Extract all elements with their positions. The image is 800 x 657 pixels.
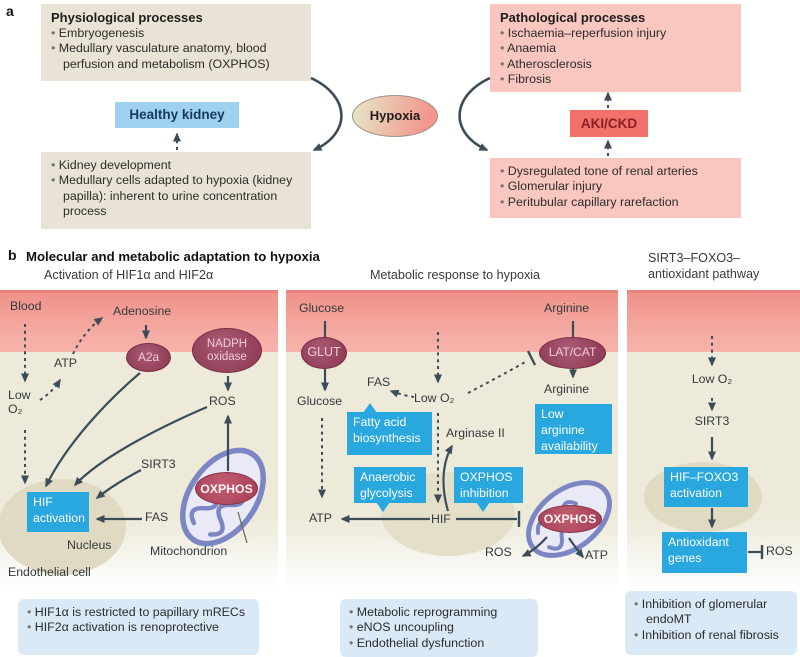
- pathological-bullet: Atherosclerosis: [500, 57, 731, 72]
- col1-title: Activation of HIF1α and HIF2α: [44, 268, 214, 282]
- glucose-blood-label: Glucose: [299, 301, 345, 315]
- oxphos-node-left: OXPHOS: [195, 472, 258, 505]
- callout-tail: [376, 502, 390, 512]
- oxphos-inhibition-text: OXPHOS inhibition: [460, 470, 513, 500]
- healthy-kidney-tag: Healthy kidney: [115, 102, 239, 128]
- pathological-title: Pathological processes: [500, 10, 646, 25]
- col2-title: Metabolic response to hypoxia: [369, 268, 541, 282]
- anaerobic-glycolysis-callout: Anaerobic glycolysis: [354, 467, 426, 512]
- ros-label: ROS: [209, 394, 236, 408]
- adenosine-label: Adenosine: [113, 304, 172, 318]
- anaerobic-glycolysis-text: Anaerobic glycolysis: [360, 470, 416, 500]
- mitochondrion-label: Mitochondrion: [150, 544, 228, 558]
- pathological-bullet: Ischaemia–reperfusion injury: [500, 26, 731, 41]
- panel-b-label: b: [8, 247, 17, 263]
- col3-note: Inhibition of renal fibrosis: [634, 628, 788, 643]
- col3-notes-box: Inhibition of glomerular endoMT Inhibiti…: [625, 591, 797, 655]
- atp-label-mid: ATP: [309, 511, 333, 525]
- pathological-processes-box: Pathological processes Ischaemia–reperfu…: [490, 4, 741, 92]
- endothelial-cell-label: Endothelial cell: [8, 565, 91, 579]
- arginine-blood-label: Arginine: [544, 301, 590, 315]
- glucose-cell-label: Glucose: [297, 394, 343, 408]
- physiological-lower-bullet: Medullary cells adapted to hypoxia (kidn…: [51, 173, 301, 219]
- fas-label: FAS: [145, 510, 169, 524]
- atp-mito-label: ATP: [585, 548, 609, 562]
- glut-transporter-node: GLUT: [301, 337, 347, 369]
- arrow-hypoxia-to-pathology: [458, 76, 491, 152]
- physiological-lower-box: Kidney development Medullary cells adapt…: [41, 152, 311, 229]
- physiological-lower-bullet: Kidney development: [51, 158, 301, 173]
- pathological-lower-box: Dysregulated tone of renal arteries Glom…: [490, 158, 741, 218]
- cell-interior: [0, 352, 278, 590]
- blood-label: Blood: [10, 299, 42, 313]
- callout-tail: [363, 403, 377, 413]
- oxphos-inhibition-callout: OXPHOS inhibition: [454, 467, 523, 512]
- nucleus-label: Nucleus: [67, 538, 112, 552]
- col1-notes-box: HIF1α is restricted to papillary mRECs H…: [18, 599, 259, 655]
- col3-title: SIRT3–FOXO3– antioxidant pathway: [648, 251, 760, 282]
- panel-b-title: Molecular and metabolic adaptation to hy…: [26, 249, 320, 264]
- physiological-bullet: Medullary vasculature anatomy, blood per…: [51, 41, 301, 72]
- atp-label: ATP: [54, 356, 78, 370]
- fatty-acid-biosynthesis-text: Fatty acid biosynthesis: [353, 415, 421, 445]
- col2-note: eNOS uncoupling: [349, 620, 529, 635]
- oxphos-node-middle: OXPHOS: [538, 505, 602, 533]
- physiological-bullet: Embryogenesis: [51, 26, 301, 41]
- hif-foxo3-activation-box: HIF–FOXO3 activation: [664, 467, 748, 507]
- low-o2-label-mid: Low O₂: [414, 391, 455, 405]
- panel-a-label: a: [6, 3, 14, 19]
- pathological-lower-bullet: Peritubular capillary rarefaction: [500, 195, 731, 210]
- blood-membrane-band: [0, 290, 278, 352]
- col1-note: HIF2α activation is renoprotective: [27, 620, 250, 635]
- fas-label-mid: FAS: [367, 375, 391, 389]
- hypoxia-node: Hypoxia: [352, 95, 438, 137]
- ros-label-right: ROS: [766, 544, 793, 558]
- col3-note: Inhibition of glomerular endoMT: [634, 597, 788, 628]
- antioxidant-genes-box: Antioxidant genes: [662, 532, 747, 573]
- lat-cat-transporter-node: LAT/CAT: [539, 337, 606, 369]
- col2-notes-box: Metabolic reprogramming eNOS uncoupling …: [340, 599, 538, 657]
- physiological-processes-box: Physiological processes Embryogenesis Me…: [41, 4, 311, 81]
- low-o2-label-right: Low O₂: [691, 372, 733, 386]
- fatty-acid-biosynthesis-callout: Fatty acid biosynthesis: [347, 403, 432, 455]
- arrow-hypoxia-to-healthy: [310, 76, 343, 152]
- hif-activation-box: HIF activation: [27, 492, 89, 532]
- arginine-cell-label: Arginine: [544, 382, 590, 396]
- pathological-lower-bullet: Dysregulated tone of renal arteries: [500, 164, 731, 179]
- col1-note: HIF1α is restricted to papillary mRECs: [27, 605, 250, 620]
- physiological-title: Physiological processes: [51, 10, 203, 25]
- low-arginine-availability-box: Low arginine availability: [535, 404, 612, 454]
- pathological-bullet: Anaemia: [500, 41, 731, 56]
- col2-note: Metabolic reprogramming: [349, 605, 529, 620]
- sirt3-label: SIRT3: [141, 457, 176, 471]
- a2a-receptor-node: A2a: [126, 343, 171, 372]
- pathological-bullet: Fibrosis: [500, 72, 731, 87]
- hif-label: HIF: [431, 512, 451, 526]
- pathological-lower-bullet: Glomerular injury: [500, 179, 731, 194]
- nadph-oxidase-node: NADPH oxidase: [192, 328, 262, 373]
- low-o2-label: Low O₂: [8, 388, 31, 417]
- blood-membrane-band: [627, 290, 800, 352]
- ros-label-mid: ROS: [485, 545, 512, 559]
- arginase-label: Arginase II: [446, 426, 505, 440]
- col2-note: Endothelial dysfunction: [349, 636, 529, 651]
- sirt3-label-right: SIRT3: [694, 414, 730, 428]
- callout-tail: [476, 502, 490, 512]
- aki-ckd-tag: AKI/CKD: [570, 110, 648, 137]
